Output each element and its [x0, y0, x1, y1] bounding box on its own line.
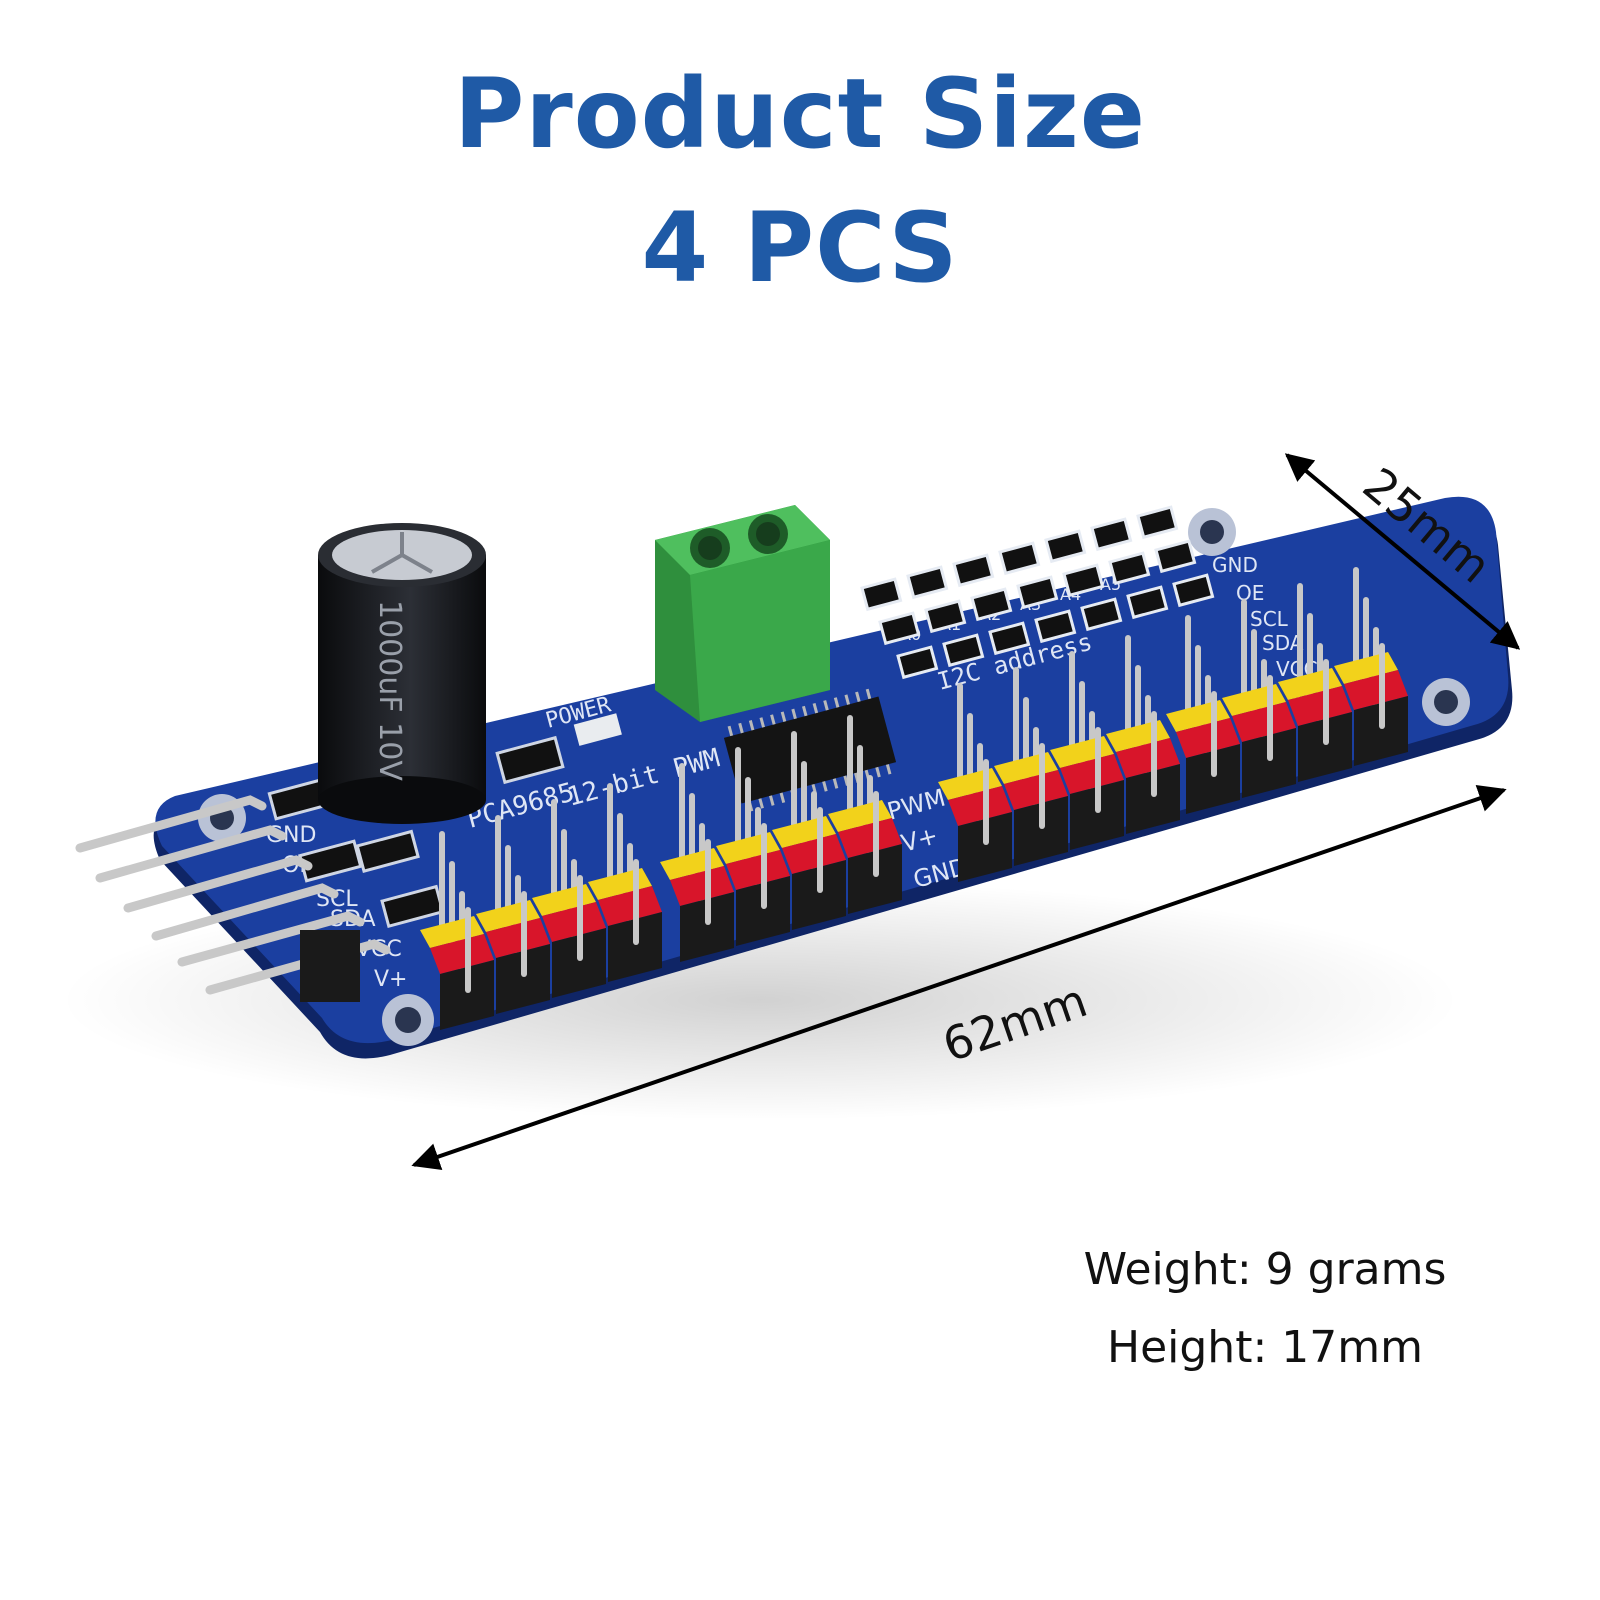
mounting-hole	[1188, 508, 1236, 556]
header-red-row	[1116, 738, 1180, 778]
header-red-row	[1060, 754, 1124, 794]
power-terminal-block	[655, 505, 830, 722]
address-jumper-pads	[860, 505, 1215, 680]
mounting-hole	[382, 994, 434, 1046]
capacitor-label: 1000uF 10V	[372, 600, 407, 781]
ic-leg	[727, 725, 734, 737]
jumper-pad	[1016, 575, 1059, 610]
header-group	[1166, 567, 1408, 814]
ic-leg	[865, 688, 872, 700]
jumper-pad	[1034, 609, 1077, 644]
header-red-row	[1232, 702, 1296, 742]
jumper-pad	[1126, 585, 1169, 620]
product-size-title: Product Size	[454, 58, 1146, 170]
ic-leg	[780, 711, 787, 722]
jumper-pad	[998, 541, 1041, 576]
ic-leg	[855, 691, 861, 703]
jumper-pad	[878, 611, 921, 646]
left-header-block	[300, 930, 360, 1002]
ic-leg	[801, 705, 808, 717]
header-red-row	[1288, 686, 1352, 726]
ic-leg	[844, 694, 850, 705]
jumper-pad	[1062, 563, 1105, 598]
electrolytic-capacitor: 1000uF 10V	[318, 523, 486, 824]
ic-leg	[875, 766, 881, 778]
header-black-row	[1298, 712, 1352, 782]
ic-leg	[738, 722, 744, 734]
jumper-pad	[1080, 597, 1123, 632]
left-side-pins	[75, 795, 391, 995]
mounting-hole	[1422, 678, 1470, 726]
quantity-subtitle: 4 PCS	[641, 192, 959, 304]
ic-leg	[812, 702, 819, 714]
jumper-pad	[988, 621, 1031, 656]
jumper-pad	[1044, 529, 1087, 564]
pin-label: GND	[1212, 553, 1258, 577]
header-black-row	[1354, 696, 1408, 766]
jumper-pad	[942, 633, 985, 668]
header-black-row	[1242, 728, 1296, 798]
jumper-pad	[906, 565, 949, 600]
pin-label: V+	[374, 967, 407, 992]
weight-spec: Weight: 9 grams	[1083, 1244, 1447, 1295]
jumper-pad	[924, 599, 967, 634]
pin-label: OE	[1236, 581, 1264, 605]
ic-leg	[748, 720, 755, 731]
jumper-pad	[896, 645, 939, 680]
height-spec: Height: 17mm	[1107, 1322, 1423, 1373]
ic-leg	[823, 700, 829, 711]
jumper-pad	[860, 577, 903, 612]
ic-leg	[791, 708, 797, 720]
length-dimension-arrow	[411, 784, 1507, 1171]
jumper-pad	[970, 587, 1013, 622]
jumper-pad	[1090, 517, 1133, 552]
pin-label: SCL	[1250, 607, 1289, 631]
ic-leg	[770, 714, 776, 725]
jumper-pad	[1136, 505, 1179, 540]
ic-leg	[833, 697, 840, 708]
jumper-pad	[1108, 551, 1151, 586]
width-dimension-arrow	[1284, 453, 1521, 650]
jumper-pad	[952, 553, 995, 588]
header-red-row	[1344, 670, 1408, 710]
jumper-pad	[1172, 573, 1215, 608]
ic-leg	[759, 717, 765, 728]
header-red-row	[1176, 718, 1240, 758]
ic-leg	[885, 764, 892, 775]
jumper-pad	[1154, 539, 1197, 574]
